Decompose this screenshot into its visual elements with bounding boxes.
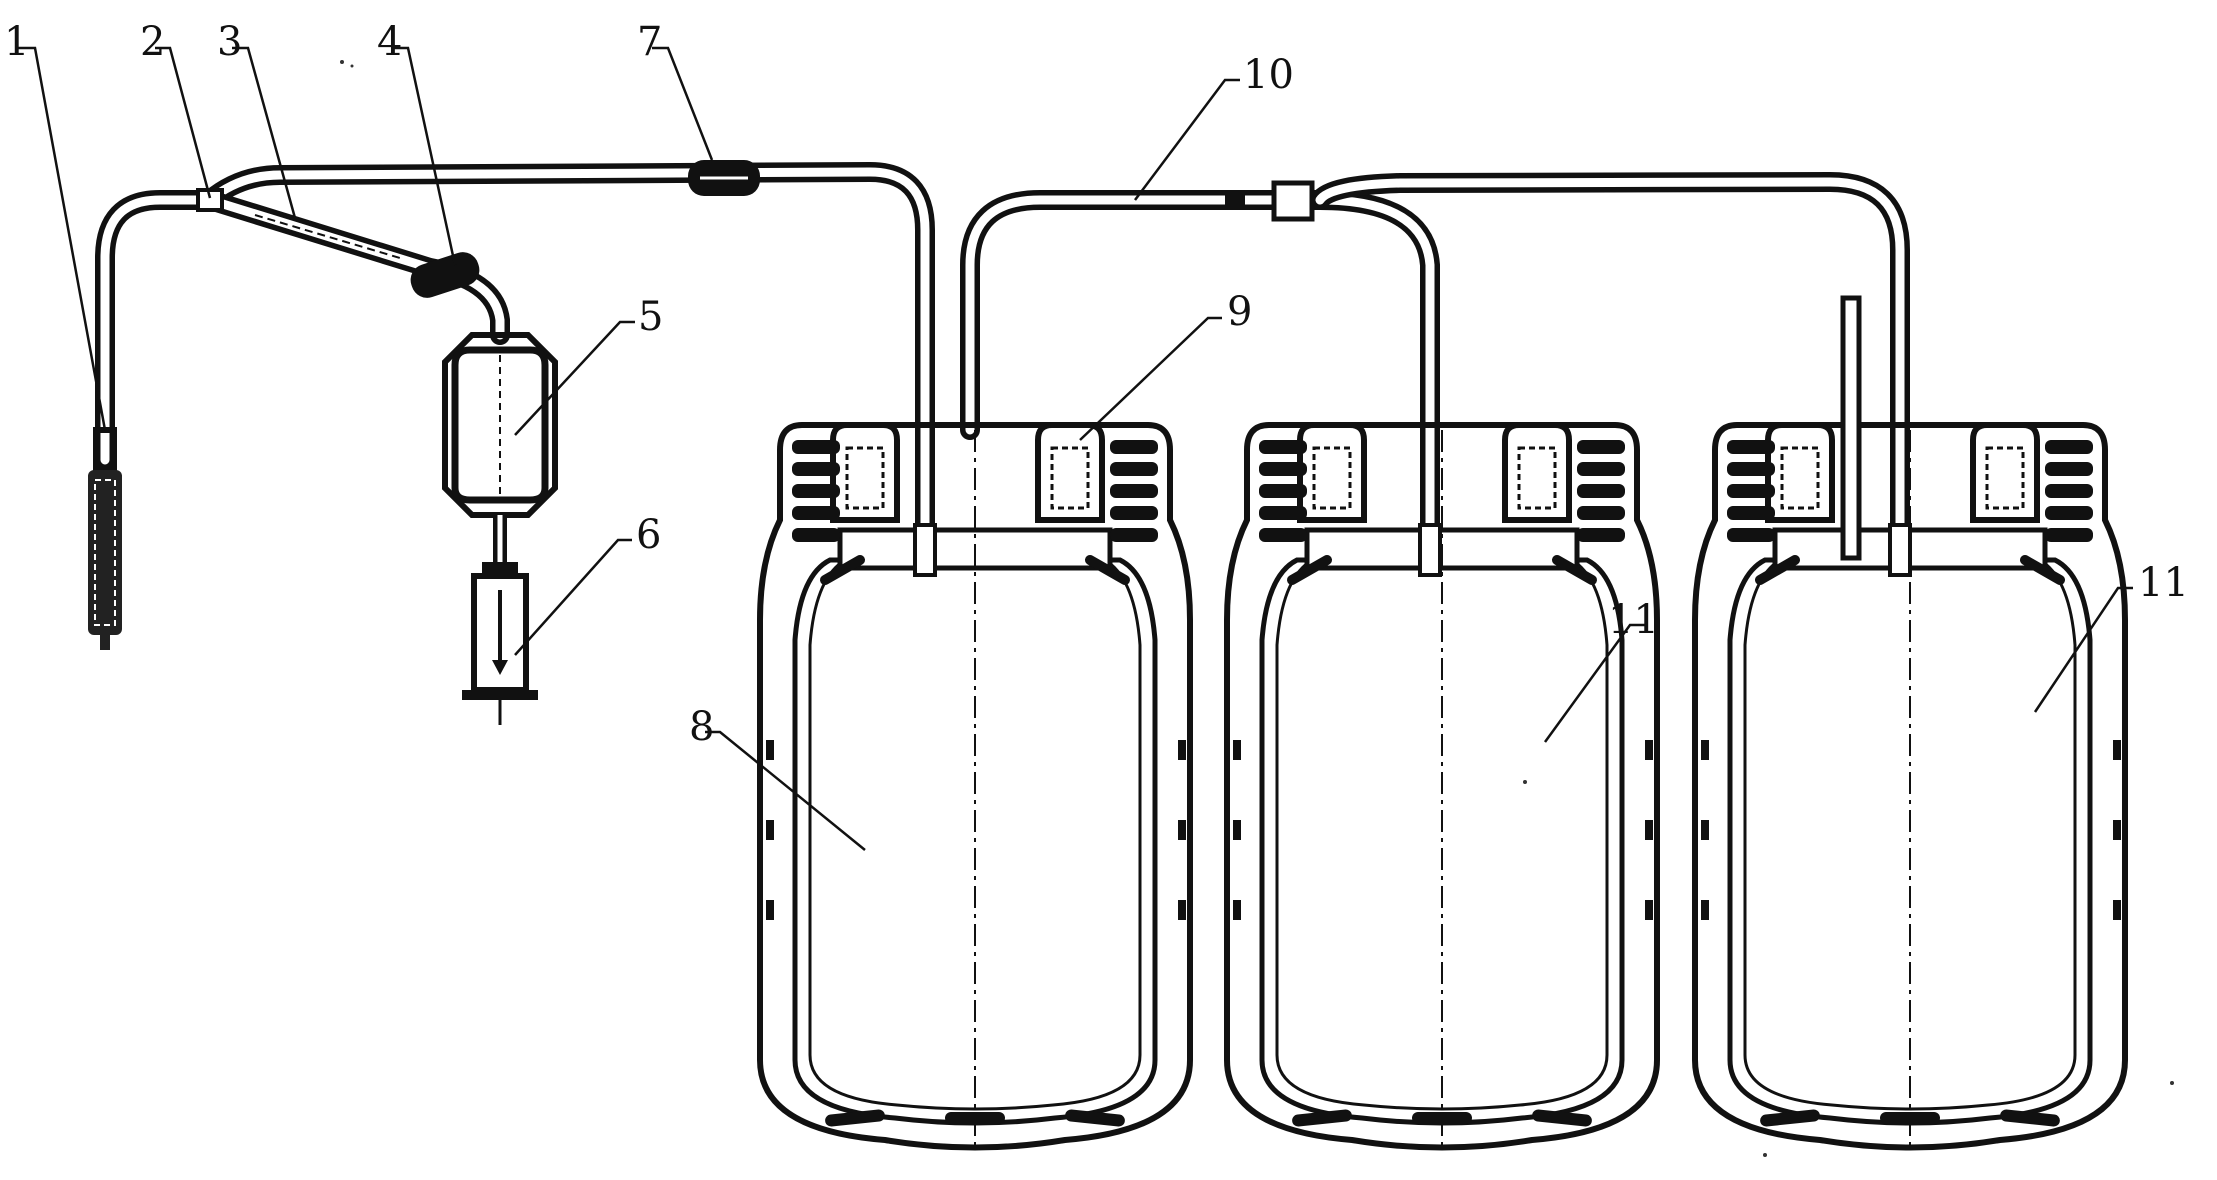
label-3: 3	[217, 19, 242, 65]
label-4: 4	[377, 19, 402, 65]
label-9: 9	[1227, 289, 1252, 335]
label-1: 1	[4, 19, 29, 65]
main-tube-clamp	[688, 160, 760, 196]
label-8: 8	[689, 704, 714, 750]
label-6: 6	[636, 512, 661, 558]
bag-satellite-2	[1695, 425, 2125, 1148]
bag-primary	[760, 425, 1190, 1148]
sampling-bag	[445, 335, 555, 565]
label-11-bag-3: 11	[2138, 560, 2189, 606]
label-10: 10	[1243, 52, 1294, 98]
label-5: 5	[638, 294, 663, 340]
label-2: 2	[140, 19, 165, 65]
tubing	[105, 172, 1900, 540]
bag-satellite-1	[1227, 425, 1657, 1148]
label-11-bag-2: 11	[1608, 597, 1659, 643]
label-7: 7	[637, 19, 662, 65]
sealed-port-stub	[1843, 298, 1859, 558]
blood-bags	[760, 298, 2125, 1148]
y-connector	[198, 190, 222, 210]
